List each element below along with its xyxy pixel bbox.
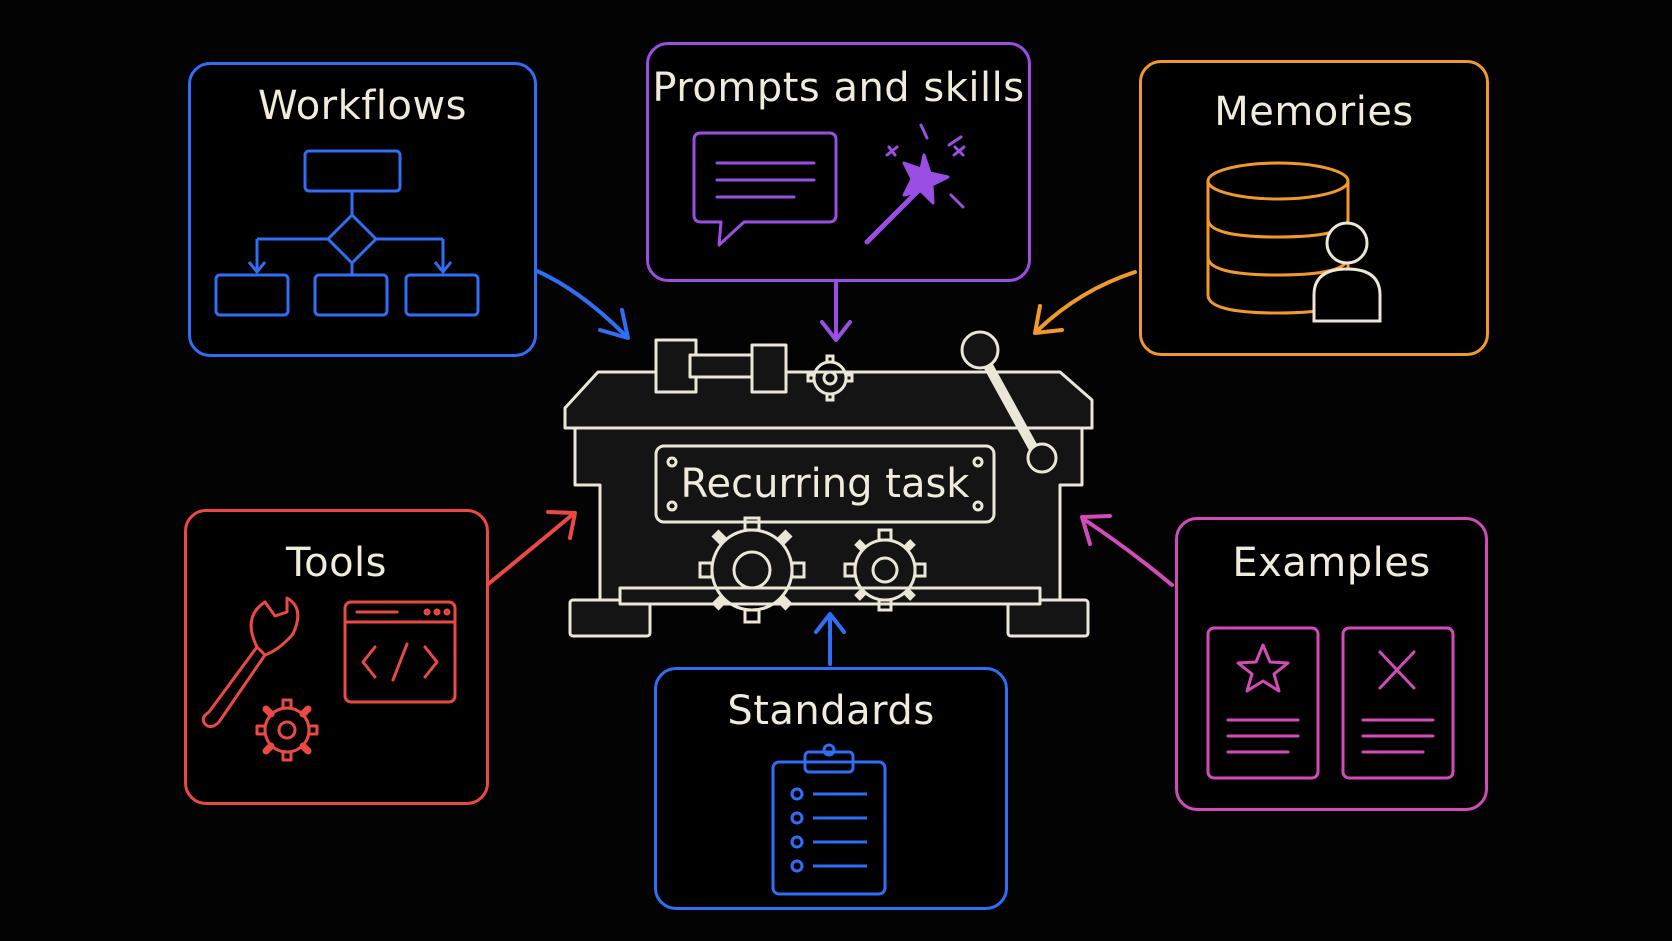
magic-wand-icon xyxy=(864,123,966,245)
memories-card: Memories xyxy=(1139,60,1489,356)
gear-small-top xyxy=(806,354,854,402)
memories-title: Memories xyxy=(1214,89,1414,135)
workflows-card: Workflows xyxy=(188,62,537,357)
arrow-standards xyxy=(814,612,846,666)
arrow-memories xyxy=(1033,270,1137,335)
chat-bubble-icon xyxy=(692,131,838,247)
gear-small-right xyxy=(843,528,927,612)
wrench-icon xyxy=(201,596,300,729)
tools-card: Tools xyxy=(184,509,489,805)
prompts-and-skills-card: Prompts and skills xyxy=(646,42,1031,282)
tools-title: Tools xyxy=(285,540,388,586)
clipboard-checklist-icon xyxy=(771,743,887,896)
arrow-examples xyxy=(1080,514,1174,587)
gear-icon xyxy=(255,698,319,762)
examples-title: Examples xyxy=(1232,540,1431,586)
tools-icons xyxy=(201,596,457,762)
machine-foot-right xyxy=(1006,598,1090,638)
standards-card: Standards xyxy=(654,667,1008,910)
recurring-task-label: Recurring task xyxy=(680,461,970,507)
machine-foot-left xyxy=(568,598,652,638)
prompts-icons xyxy=(692,123,966,247)
arrow-tools xyxy=(485,510,577,587)
good-example-card-icon xyxy=(1206,626,1320,780)
user-icon xyxy=(1312,221,1382,323)
arrow-workflows xyxy=(533,268,630,340)
arrow-prompts xyxy=(820,278,852,342)
memories-icons xyxy=(1206,161,1382,323)
lever-icon xyxy=(980,357,1045,463)
workflows-title: Workflows xyxy=(257,83,467,129)
gear-large-left xyxy=(698,516,806,624)
prompts-title: Prompts and skills xyxy=(652,65,1025,111)
standards-title: Standards xyxy=(727,688,935,734)
examples-card: Examples xyxy=(1175,517,1488,811)
flowchart-icon xyxy=(214,149,480,317)
examples-icons xyxy=(1206,626,1455,780)
label-plate xyxy=(654,444,996,524)
bad-example-card-icon xyxy=(1341,626,1455,780)
code-window-icon xyxy=(343,600,457,704)
